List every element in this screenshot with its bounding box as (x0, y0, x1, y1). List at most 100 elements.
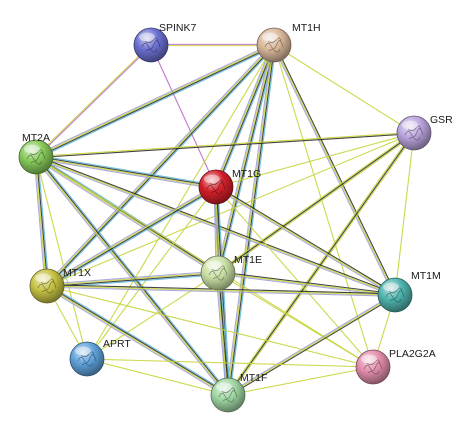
edge-mt1h-mt2a (34, 42, 276, 160)
node-gsr[interactable]: GSR (396, 114, 453, 151)
edge-spink7-mt2a (35, 44, 152, 158)
edge-mt1h-gsr (273, 44, 415, 134)
edge-gsr-mt2a (35, 131, 415, 159)
edge-line-homology (215, 273, 227, 396)
edge-line-experimental (36, 45, 152, 158)
node-pla2g2a[interactable]: PLA2G2A (355, 348, 436, 385)
edge-line-database (47, 283, 230, 394)
edge-mt1h-pla2g2a (273, 44, 374, 368)
edge-line-textmining (35, 157, 228, 396)
edge-mt1e-mt1f (215, 272, 231, 396)
edge-line-textmining (34, 157, 47, 287)
edge-mt1h-aprt (86, 44, 275, 360)
node-sphere[interactable] (355, 349, 391, 385)
edge-mt1e-aprt (86, 272, 219, 360)
edge-line-homology (45, 287, 228, 398)
node-sphere[interactable] (18, 139, 54, 175)
edge-line-experimental (150, 44, 217, 188)
sphere-highlight (75, 346, 91, 356)
sphere-highlight (139, 32, 155, 42)
node-sphere[interactable] (133, 27, 169, 63)
sphere-highlight (216, 382, 232, 392)
sphere-highlight (204, 174, 220, 184)
edge-line-textmining (217, 272, 396, 296)
edge-line-textmining (216, 273, 228, 396)
edge-line-homology (45, 43, 274, 286)
edge-aprt-pla2g2a (86, 358, 374, 368)
edge-line-textmining (35, 44, 151, 157)
edge-line-homology (213, 44, 273, 187)
edge-line-database (37, 155, 230, 395)
node-sphere[interactable] (377, 277, 413, 313)
edge-spink7-mt1g (150, 44, 217, 188)
edge-line-textmining (86, 186, 217, 360)
node-sphere[interactable] (200, 255, 236, 291)
edge-line-textmining (273, 44, 415, 134)
sphere-highlight (262, 32, 278, 42)
node-sphere[interactable] (69, 341, 105, 377)
edge-line-textmining (35, 157, 216, 189)
node-sphere[interactable] (198, 169, 234, 205)
edge-line-database (36, 154, 217, 186)
edge-line-textmining (35, 156, 88, 360)
edge-line-homology (225, 44, 273, 395)
node-sphere[interactable] (29, 268, 65, 304)
edge-mt2a-mt1x (33, 156, 50, 287)
edge-line-textmining (46, 44, 274, 286)
node-mt1g[interactable]: MT1G (198, 168, 261, 205)
edge-line-textmining (217, 272, 374, 368)
node-mt1e[interactable]: MT1E (200, 254, 262, 291)
edge-gsr-mt1g (215, 132, 415, 188)
edge-mt1g-aprt (86, 186, 217, 360)
edge-line-coexpression (218, 272, 230, 395)
edge-line-homology (35, 158, 216, 190)
edge-line-textmining (35, 157, 218, 274)
node-label: MT1G (232, 168, 261, 180)
edge-line-database (229, 45, 277, 396)
edge-mt1h-mt1x (45, 43, 276, 288)
edge-mt1h-mt1m (272, 44, 397, 296)
edge-gsr-mt1e (216, 131, 416, 275)
edge-line-textmining (46, 286, 228, 397)
sphere-highlight (206, 260, 222, 270)
node-mt2a[interactable]: MT2A (18, 132, 54, 175)
node-label: MT2A (22, 132, 50, 144)
node-mt1f[interactable]: MT1F (210, 372, 267, 413)
edge-mt1f-pla2g2a (227, 366, 374, 396)
edge-line-textmining (214, 44, 274, 187)
edge-line-coexpression (216, 185, 396, 295)
edge-line-coexpression (274, 44, 397, 295)
edge-line-coexpression (36, 45, 275, 159)
edge-line-textmining (227, 366, 374, 396)
node-spink7[interactable]: SPINK7 (133, 22, 197, 63)
node-mt1m[interactable]: MT1M (377, 270, 441, 313)
edge-line-homology (272, 45, 395, 296)
edge-line-coexpression (47, 187, 217, 288)
edge-mt2a-aprt (35, 156, 88, 360)
edge-line-coexpression (47, 45, 275, 287)
edge-line-coexpression (36, 155, 217, 187)
node-sphere[interactable] (256, 27, 292, 63)
protein-structure-icon (141, 37, 161, 53)
edge-line-homology (46, 286, 395, 297)
node-aprt[interactable]: APRT (69, 338, 131, 377)
edge-line-textmining (46, 132, 415, 287)
edge-line-textmining (46, 285, 396, 296)
node-mt1h[interactable]: MT1H (256, 22, 321, 63)
edge-line-homology (34, 158, 218, 276)
sphere-highlight (383, 282, 399, 292)
protein-structure-icon (206, 179, 226, 195)
edge-line-homology (34, 42, 274, 156)
node-sphere[interactable] (210, 377, 246, 413)
edge-line-textmining (216, 44, 274, 273)
network-edges (33, 42, 416, 398)
edge-line-textmining (394, 132, 415, 296)
node-label: APRT (103, 338, 131, 350)
node-label: MT1X (63, 267, 91, 279)
edge-line-coexpression (227, 132, 415, 396)
node-sphere[interactable] (396, 115, 432, 151)
edge-gsr-mt1m (394, 132, 415, 296)
edge-line-textmining (86, 44, 275, 360)
edge-line-homology (215, 44, 273, 273)
node-mt1x[interactable]: MT1X (29, 267, 91, 304)
